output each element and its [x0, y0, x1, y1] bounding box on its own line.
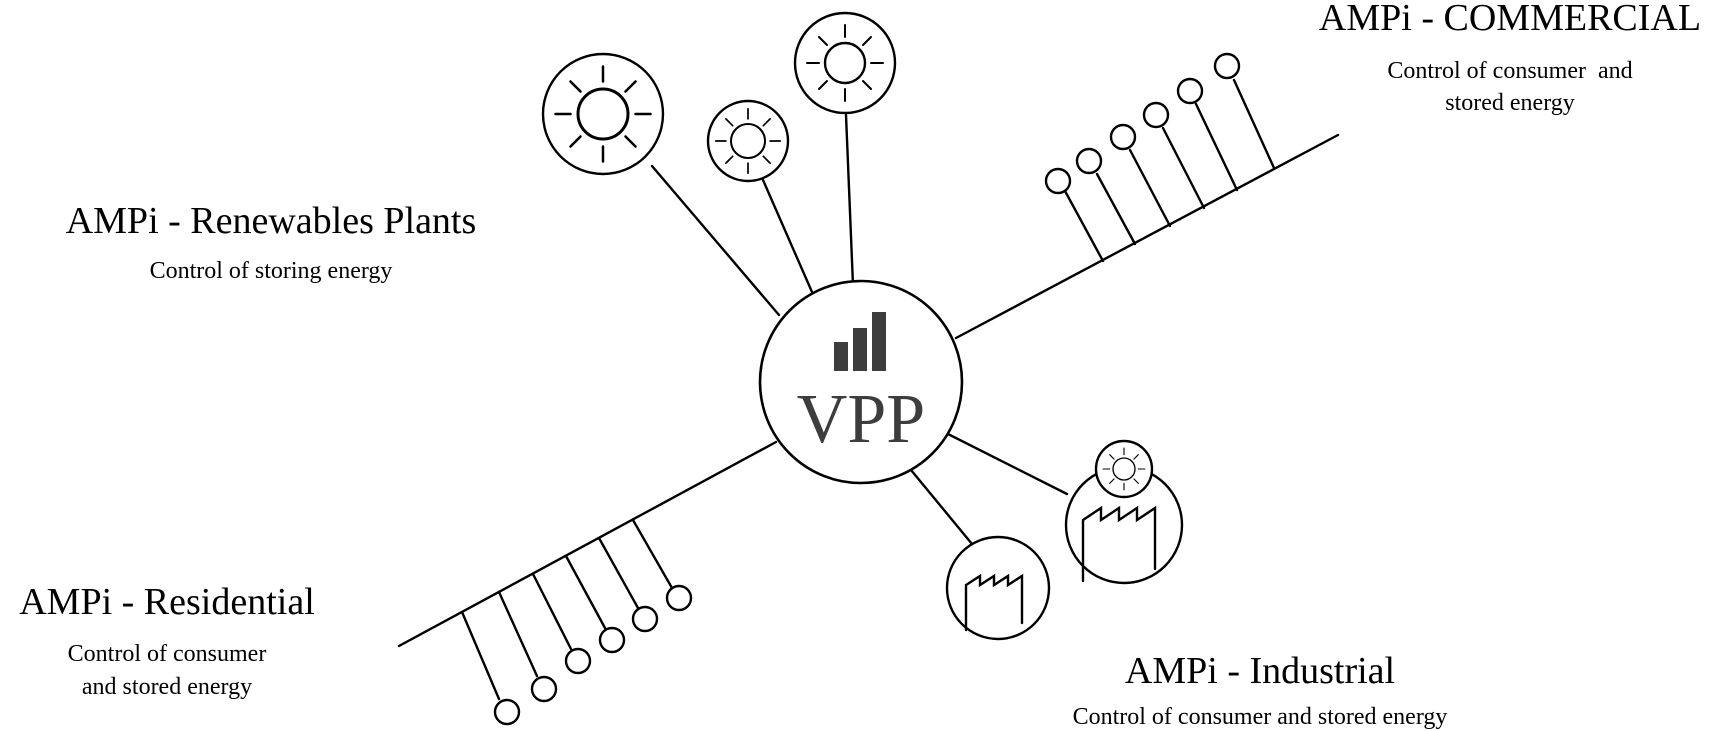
consumer-node-icon	[1176, 77, 1204, 105]
commercial-consumer	[1142, 101, 1206, 210]
consumer-node-icon	[1109, 123, 1137, 151]
residential-consumer	[531, 572, 592, 675]
industrial-plant-with-solar	[1064, 439, 1184, 585]
factory-icon	[1081, 505, 1157, 583]
label-renewables: AMPi - Renewables Plants Control of stor…	[66, 200, 477, 284]
commercial-bus-line	[954, 133, 1340, 340]
group-subtitle: Control of consumer and stored energy	[1073, 704, 1448, 730]
group-title: AMPi - Renewables Plants	[66, 200, 477, 242]
group-subtitle: Control of storing energy	[150, 258, 393, 284]
residential-consumer	[597, 536, 659, 633]
group-subtitle: Control of consumer and	[1387, 58, 1632, 84]
group-title: AMPi - Residential	[19, 581, 315, 623]
sun-icon	[806, 24, 884, 102]
commercial-consumer	[1109, 123, 1172, 228]
consumer-node-icon	[665, 584, 693, 612]
solar-plant-medium	[793, 11, 897, 115]
vpp-hub: VPP	[758, 279, 964, 485]
bar-chart-icon	[834, 312, 886, 371]
residential-consumer	[631, 518, 693, 612]
residential-consumer	[497, 590, 558, 703]
group-subtitle: and stored energy	[82, 674, 252, 700]
consumer-node-icon	[530, 675, 558, 703]
sun-icon	[1102, 447, 1146, 491]
residential-bus-line	[397, 440, 778, 648]
label-commercial: AMPi - COMMERCIAL Control of consumer an…	[1319, 0, 1701, 116]
commercial-consumer	[1075, 147, 1137, 246]
solar-plant-small	[706, 99, 790, 183]
consumer-node-icon	[631, 605, 659, 633]
consumer-node-icon	[493, 698, 521, 726]
consumer-node-icon	[1044, 167, 1072, 195]
group-subtitle: stored energy	[1445, 90, 1575, 116]
residential-branch	[397, 440, 778, 726]
label-residential: AMPi - Residential Control of consumer a…	[19, 581, 315, 700]
renewables-connectors	[650, 113, 855, 317]
consumer-node-icon	[564, 647, 592, 675]
consumer-node-icon	[1213, 52, 1241, 80]
residential-consumer	[564, 554, 626, 654]
sun-icon	[554, 65, 652, 163]
label-industrial: AMPi - Industrial Control of consumer an…	[1073, 650, 1448, 730]
group-subtitle: Control of consumer	[68, 641, 267, 667]
residential-consumer	[460, 610, 521, 726]
group-title: AMPi - COMMERCIAL	[1319, 0, 1701, 39]
consumer-node-icon	[1142, 101, 1170, 129]
solar-plant-large	[541, 52, 665, 176]
group-title: AMPi - Industrial	[1125, 650, 1395, 692]
commercial-consumer	[1213, 52, 1276, 170]
vpp-label: VPP	[797, 381, 925, 458]
commercial-branch	[954, 52, 1340, 340]
industrial-plant	[945, 535, 1051, 641]
commercial-consumer	[1044, 167, 1105, 263]
factory-icon	[964, 573, 1024, 632]
consumer-node-icon	[598, 626, 626, 654]
sun-icon	[714, 107, 782, 175]
industrial-connectors	[909, 430, 1069, 546]
vpp-circle	[758, 279, 964, 485]
commercial-consumer	[1176, 77, 1239, 192]
consumer-node-icon	[1075, 147, 1103, 175]
